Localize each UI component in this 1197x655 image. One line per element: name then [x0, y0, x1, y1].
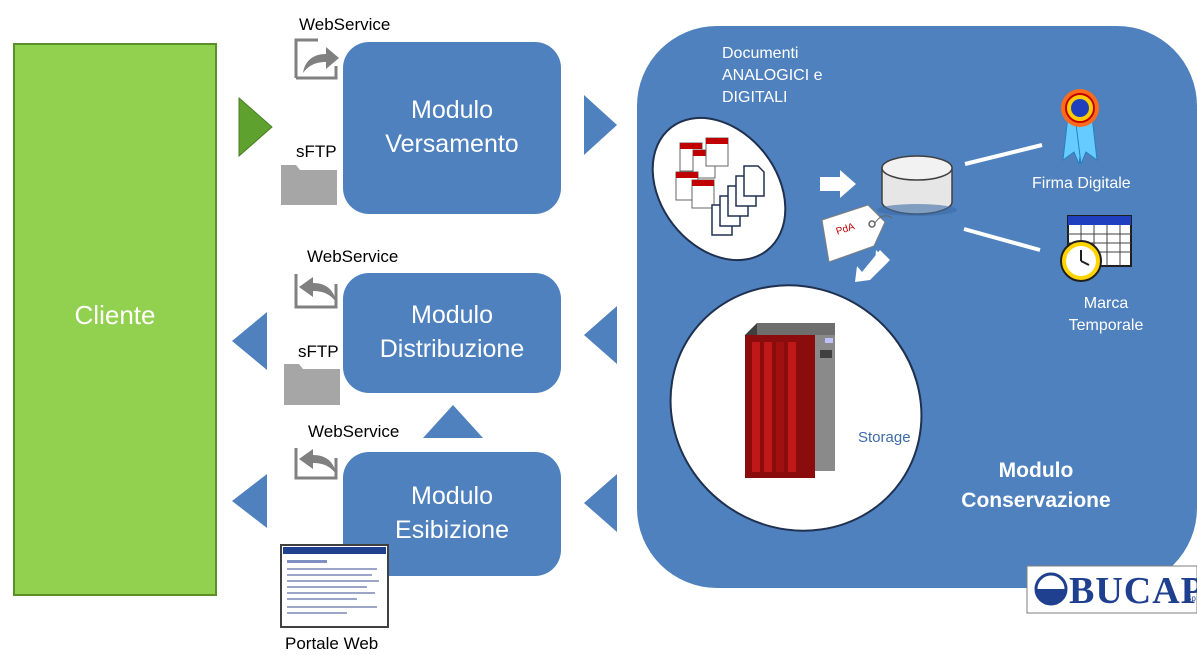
webservice-icon-3: [294, 448, 338, 480]
portale-web-label: Portale Web: [285, 634, 379, 653]
sftp-label-1: sFTP: [296, 142, 337, 161]
marca-temporale-label: Marca Temporale: [1066, 293, 1146, 337]
webservice-label-3: WebService: [308, 422, 400, 441]
bucap-logo-suffix: Sp: [1186, 594, 1196, 603]
modulo-distribuzione-box: Modulo Distribuzione: [343, 273, 561, 393]
webservice-icon-1: [294, 38, 339, 80]
arrow-right-green: [238, 96, 273, 158]
arrow-left-distribuzione: [584, 306, 617, 364]
bucap-logo-text: BUCAP: [1069, 570, 1197, 612]
marca-line1: Marca: [1083, 295, 1129, 312]
folder-icon-1: [281, 165, 337, 205]
cliente-label: Cliente: [74, 300, 156, 330]
webservice-label-2: WebService: [307, 247, 399, 266]
pda-tag-icon: [821, 204, 893, 263]
documenti-line1: Documenti: [722, 45, 799, 62]
documenti-line2: ANALOGICI e: [722, 67, 823, 84]
documents-ellipse: [651, 116, 787, 262]
folder-icon-2: [284, 364, 340, 405]
sftp-label-2: sFTP: [298, 342, 339, 361]
modulo-conservazione-label: Modulo Conservazione: [952, 456, 1120, 516]
conservazione-line2: Conservazione: [961, 489, 1111, 512]
pdf-documents-icon: [675, 137, 729, 209]
line-to-firma: [964, 143, 1043, 166]
storage-label: Storage: [858, 429, 911, 446]
bucap-logo: [1026, 565, 1197, 614]
database-icon: [877, 155, 957, 216]
modulo-distribuzione-line1: Modulo: [411, 301, 493, 330]
server-icon: [745, 323, 835, 478]
modulo-versamento-line2: Versamento: [385, 130, 519, 158]
conservazione-line1: Modulo: [998, 459, 1074, 482]
marca-temporale-icon: [1060, 215, 1132, 282]
arrow-left-esibizione: [584, 474, 617, 532]
arrow-up-esibizione: [423, 405, 483, 438]
arrow-left-client-1: [232, 312, 267, 370]
documenti-line3: DIGITALI: [722, 89, 788, 106]
webservice-icon-2: [294, 274, 338, 309]
cliente-box: [13, 43, 217, 596]
firma-digitale-icon: [1061, 89, 1099, 166]
marca-line2: Temporale: [1068, 317, 1144, 334]
arrow-left-client-2: [232, 474, 267, 528]
arrow-to-storage-shape: [855, 250, 890, 282]
documenti-label: Documenti ANALOGICI e DIGITALI: [722, 43, 822, 109]
line-to-marca: [963, 227, 1041, 252]
modulo-versamento-line1: Modulo: [411, 96, 493, 125]
webservice-label-1: WebService: [299, 15, 391, 34]
modulo-distribuzione-line2: Distribuzione: [379, 335, 525, 363]
modulo-esibizione-line2: Esibizione: [395, 516, 509, 544]
firma-digitale-label: Firma Digitale: [1032, 175, 1131, 192]
arrow-right-versamento: [584, 95, 617, 155]
paper-stack-icon: [711, 165, 765, 236]
arrow-to-database: [820, 170, 856, 198]
portale-web-icon: [280, 544, 389, 628]
modulo-esibizione-line1: Modulo: [411, 482, 493, 511]
modulo-versamento-box: Modulo Versamento: [343, 42, 561, 214]
